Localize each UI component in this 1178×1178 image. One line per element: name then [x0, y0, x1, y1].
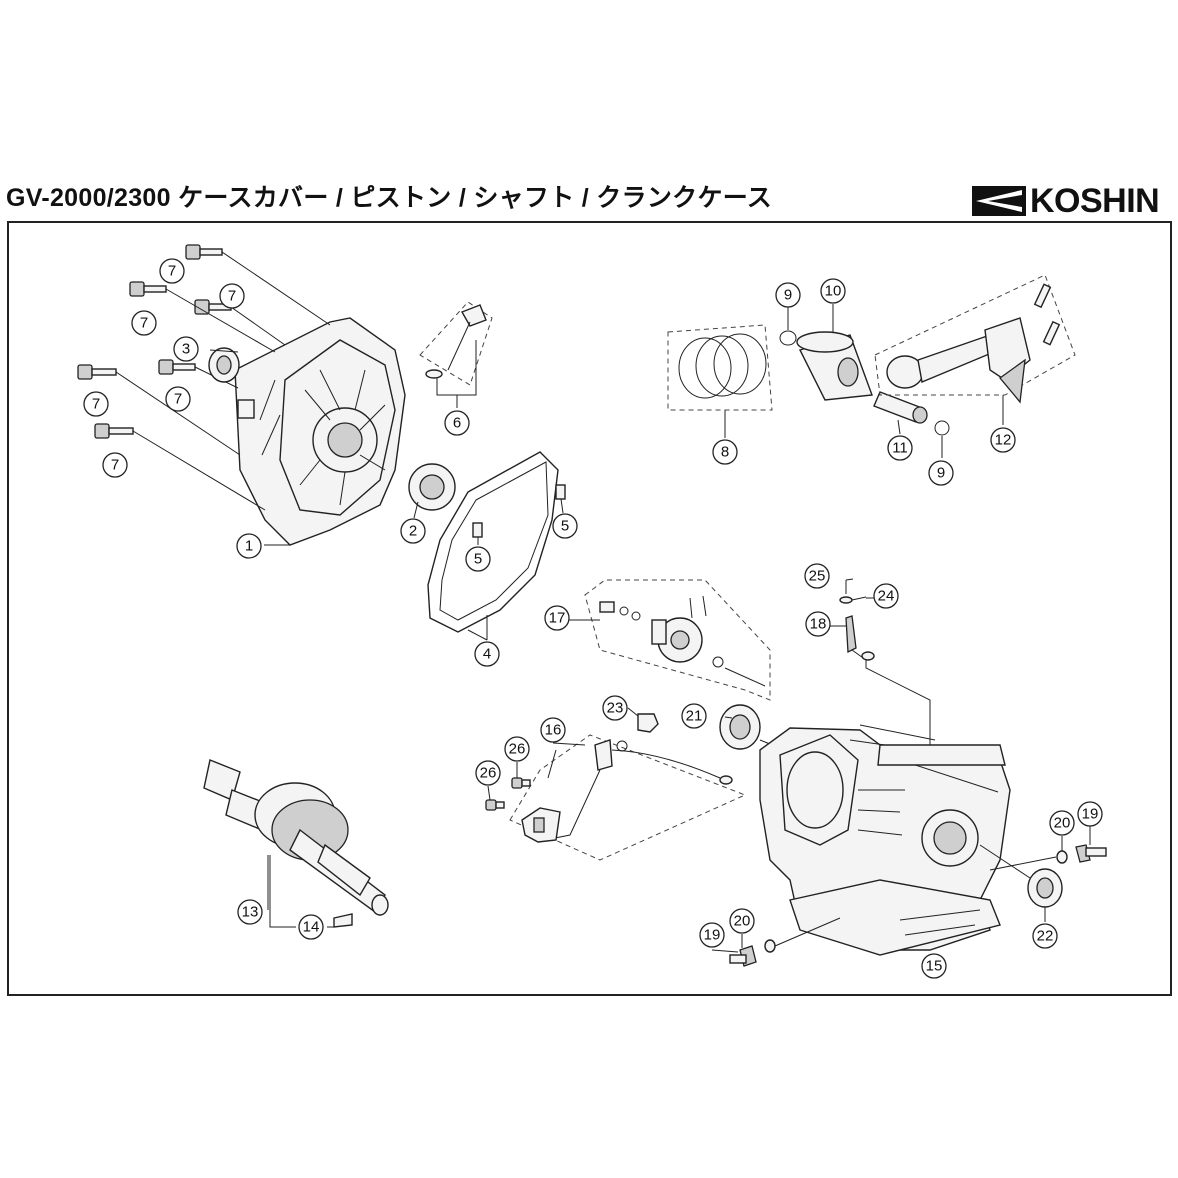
callout-16: 16	[540, 717, 566, 743]
callout-23: 23	[602, 695, 628, 721]
callout-18: 18	[805, 611, 831, 637]
svg-text:5: 5	[561, 518, 569, 535]
callout-7a: 7	[159, 258, 185, 284]
callout-19a: 19	[1077, 801, 1103, 827]
callout-5b: 5	[552, 513, 578, 539]
callout-26b: 26	[475, 760, 501, 786]
callout-9b: 9	[928, 460, 954, 486]
callout-25: 25	[804, 563, 830, 589]
callout-21: 21	[681, 703, 707, 729]
svg-text:20: 20	[1054, 815, 1071, 832]
brand-logo: KOSHIN	[972, 182, 1160, 220]
callout-4: 4	[474, 641, 500, 667]
callout-24: 24	[873, 583, 899, 609]
callout-6: 6	[444, 410, 470, 436]
svg-text:23: 23	[607, 700, 624, 717]
svg-text:8: 8	[721, 444, 729, 461]
svg-text:13: 13	[242, 904, 259, 921]
callout-15: 15	[921, 953, 947, 979]
crankshaft-drawing	[203, 759, 389, 916]
callout-13: 13	[237, 899, 263, 925]
svg-text:7: 7	[228, 288, 236, 305]
callout-1: 1	[236, 533, 262, 559]
callout-12: 12	[990, 427, 1016, 453]
callout-14: 14	[298, 914, 324, 940]
callout-3: 3	[173, 336, 199, 362]
callout-2: 2	[400, 518, 426, 544]
callout-9a: 9	[775, 282, 801, 308]
svg-text:9: 9	[937, 465, 945, 482]
callout-10: 10	[820, 278, 846, 304]
callout-7f: 7	[102, 452, 128, 478]
svg-text:7: 7	[92, 396, 100, 413]
svg-text:7: 7	[111, 457, 119, 474]
svg-text:25: 25	[809, 568, 826, 585]
svg-text:24: 24	[878, 588, 895, 605]
svg-text:12: 12	[995, 432, 1012, 449]
svg-text:5: 5	[474, 551, 482, 568]
svg-text:26: 26	[509, 741, 526, 758]
callout-7e: 7	[83, 391, 109, 417]
svg-text:7: 7	[174, 391, 182, 408]
svg-text:18: 18	[810, 616, 827, 633]
svg-text:2: 2	[409, 523, 417, 540]
callout-19b: 19	[699, 922, 725, 948]
koshin-logo-mark-icon	[972, 186, 1026, 216]
callout-8: 8	[712, 439, 738, 465]
bolt-drawings	[77, 244, 232, 439]
svg-text:7: 7	[168, 263, 176, 280]
svg-text:1: 1	[245, 538, 253, 555]
svg-text:19: 19	[704, 927, 721, 944]
case-cover-drawing	[234, 317, 406, 546]
callout-7b: 7	[131, 310, 157, 336]
svg-text:22: 22	[1037, 928, 1054, 945]
svg-text:4: 4	[483, 646, 491, 663]
callout-11: 11	[887, 435, 913, 461]
callout-5a: 5	[465, 546, 491, 572]
svg-text:15: 15	[926, 958, 943, 975]
diagram-frame	[7, 221, 1172, 996]
crankcase-drawing	[759, 724, 1011, 956]
svg-text:11: 11	[892, 440, 908, 457]
callout-20a: 20	[1049, 810, 1075, 836]
governor-drawing	[599, 595, 766, 687]
svg-text:10: 10	[825, 283, 842, 300]
piston-ring-drawing	[678, 333, 767, 399]
ignition-coil-drawing	[521, 739, 733, 843]
svg-text:26: 26	[480, 765, 497, 782]
piston-drawing	[796, 331, 873, 401]
brand-name: KOSHIN	[1030, 182, 1160, 220]
callout-17: 17	[544, 605, 570, 631]
callout-20b: 20	[729, 908, 755, 934]
svg-text:6: 6	[453, 415, 461, 432]
svg-text:9: 9	[784, 287, 792, 304]
svg-text:21: 21	[686, 708, 703, 725]
callout-7c: 7	[219, 283, 245, 309]
svg-text:3: 3	[182, 341, 190, 358]
svg-text:17: 17	[549, 610, 566, 627]
page-title: GV-2000/2300 ケースカバー / ピストン / シャフト / クランク…	[6, 184, 773, 212]
callout-22: 22	[1032, 923, 1058, 949]
svg-text:16: 16	[545, 722, 562, 739]
callout-7d: 7	[165, 386, 191, 412]
connecting-rod-drawing	[886, 283, 1061, 404]
svg-text:20: 20	[734, 913, 751, 930]
callout-26a: 26	[504, 736, 530, 762]
svg-text:7: 7	[140, 315, 148, 332]
svg-text:14: 14	[303, 919, 320, 936]
svg-text:19: 19	[1082, 806, 1099, 823]
